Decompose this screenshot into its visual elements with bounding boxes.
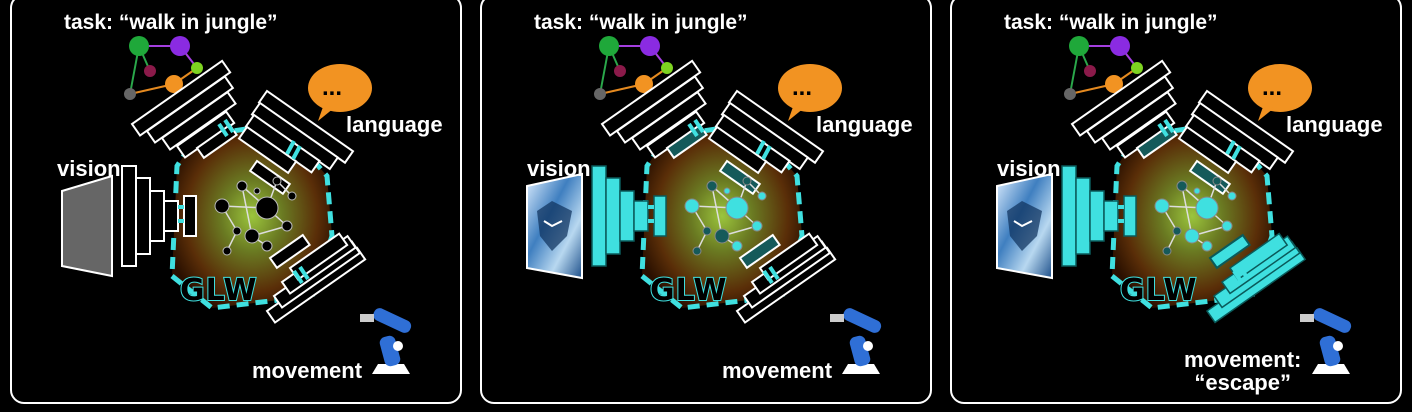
language-label: language — [816, 112, 913, 137]
vision-module — [1061, 165, 1137, 267]
panel-3: task: “walk in jungle” vision language m… — [950, 0, 1402, 404]
glw-label: GLW — [179, 273, 258, 308]
speech-bubble-icon — [778, 64, 842, 121]
movement-label: movement — [252, 358, 363, 383]
task-graph — [124, 36, 203, 100]
bubble-text: ... — [322, 74, 343, 101]
task-label: task: “walk in jungle” — [64, 11, 278, 34]
panel-1: task: “walk in jungle” vision language m… — [10, 0, 462, 404]
movement-label: movement: “escape” — [1184, 348, 1301, 394]
task-label: task: “walk in jungle” — [534, 11, 748, 34]
task-graph — [594, 36, 673, 100]
bubble-text: ... — [792, 74, 813, 101]
language-module — [1177, 89, 1295, 175]
tiger-image — [526, 172, 583, 280]
panel-2-diagram — [526, 36, 882, 374]
movement-label-sub: “escape” — [1194, 370, 1291, 396]
panel-1-diagram — [61, 36, 412, 374]
bubble-text: ... — [1262, 74, 1283, 101]
vision-module — [591, 165, 667, 267]
movement-label-main: movement: — [1184, 347, 1302, 372]
task-module — [130, 59, 237, 159]
movement-module — [265, 232, 367, 324]
language-module — [707, 89, 825, 175]
glw-label: GLW — [1119, 273, 1198, 308]
vision-label: vision — [527, 156, 591, 181]
movement-label: movement — [722, 358, 833, 383]
vision-label: vision — [997, 156, 1061, 181]
language-label: language — [346, 112, 443, 137]
tiger-image — [996, 172, 1053, 280]
robot-arm-icon — [360, 308, 412, 374]
task-module — [1070, 59, 1177, 159]
language-module — [237, 89, 355, 175]
task-module — [600, 59, 707, 159]
movement-module — [735, 232, 837, 324]
glw-label: GLW — [649, 273, 728, 308]
vision-module — [121, 165, 197, 267]
vision-label: vision — [57, 156, 121, 181]
task-label: task: “walk in jungle” — [1004, 11, 1218, 34]
robot-arm-icon — [830, 308, 882, 374]
language-label: language — [1286, 112, 1383, 137]
speech-bubble-icon — [1248, 64, 1312, 121]
robot-arm-icon — [1300, 308, 1352, 374]
panel-3-diagram — [996, 36, 1352, 374]
task-graph — [1064, 36, 1143, 100]
panel-2: task: “walk in jungle” vision language m… — [480, 0, 932, 404]
vision-input-placeholder — [61, 174, 113, 278]
speech-bubble-icon — [308, 64, 372, 121]
